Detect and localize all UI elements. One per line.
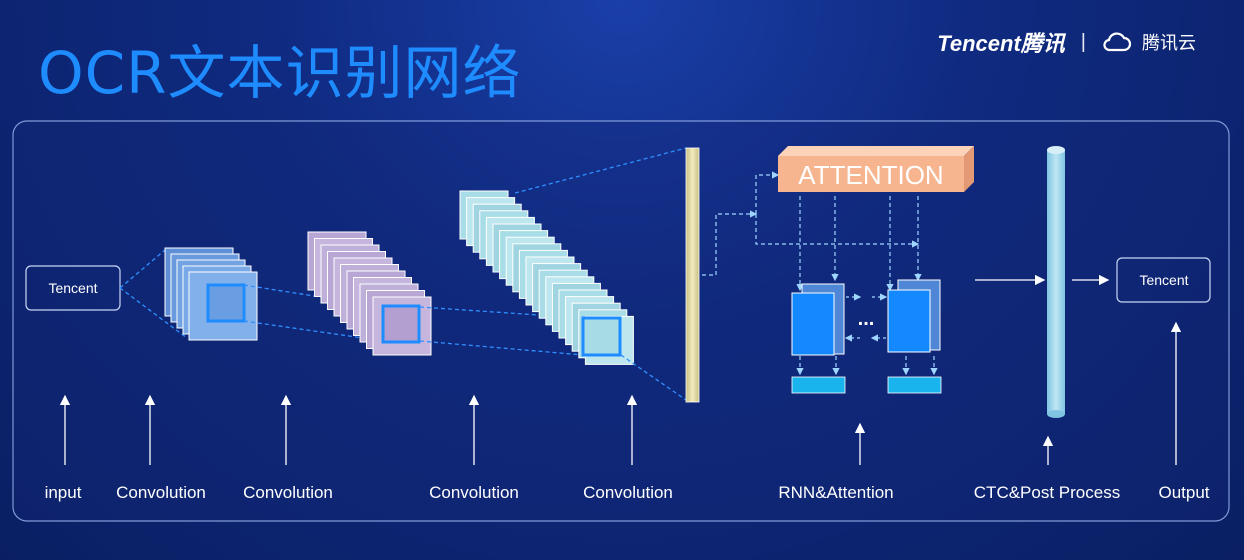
tencent-logo-text: Tencent腾讯 bbox=[937, 31, 1065, 56]
projection-lines-4 bbox=[514, 147, 687, 401]
stage-labels: input Convolution Convolution Convolutio… bbox=[45, 483, 1210, 502]
stage-arrows bbox=[59, 321, 1182, 465]
rnn-output-1 bbox=[791, 376, 846, 394]
output-box bbox=[1116, 257, 1211, 303]
conv3-kernel bbox=[581, 316, 622, 357]
stage-label-input: input bbox=[45, 483, 82, 502]
stage-label-conv-3: Convolution bbox=[429, 483, 519, 502]
output-text: Tencent bbox=[1139, 272, 1188, 288]
input-text: Tencent bbox=[48, 280, 97, 296]
tencent-cloud-text: 腾讯云 bbox=[1142, 33, 1196, 53]
ctc-cylinder bbox=[1047, 146, 1065, 418]
cloud-logo-icon bbox=[1103, 32, 1132, 52]
rnn-ellipsis: ... bbox=[858, 308, 875, 330]
stage-label-rnn-attention: RNN&Attention bbox=[778, 483, 893, 502]
conv-block-1 bbox=[164, 247, 258, 341]
brand-separator: | bbox=[1080, 30, 1086, 53]
rnn-cell-2 bbox=[887, 279, 941, 353]
rnn-output-2 bbox=[887, 376, 942, 394]
feature-sequence-bar bbox=[685, 147, 700, 403]
stage-label-output: Output bbox=[1158, 483, 1209, 502]
attention-label: ATTENTION bbox=[798, 160, 943, 190]
stage-label-conv-1: Convolution bbox=[116, 483, 206, 502]
page-title: OCR文本识别网络 bbox=[38, 39, 522, 107]
brand-logo: Tencent腾讯 | 腾讯云 bbox=[937, 26, 1196, 58]
conv2-kernel bbox=[381, 304, 421, 344]
conv-block-2 bbox=[307, 231, 432, 356]
stage-label-conv-2: Convolution bbox=[243, 483, 333, 502]
attention-block bbox=[778, 146, 974, 192]
attention-connectors bbox=[702, 171, 938, 376]
projection-lines-1 bbox=[119, 249, 188, 339]
stage-label-conv-4: Convolution bbox=[583, 483, 673, 502]
rnn-cell-1 bbox=[791, 283, 845, 356]
conv-block-3 bbox=[459, 190, 634, 365]
stage-label-ctc: CTC&Post Process bbox=[974, 483, 1120, 502]
rnn-recurrent-arrows bbox=[844, 293, 888, 342]
